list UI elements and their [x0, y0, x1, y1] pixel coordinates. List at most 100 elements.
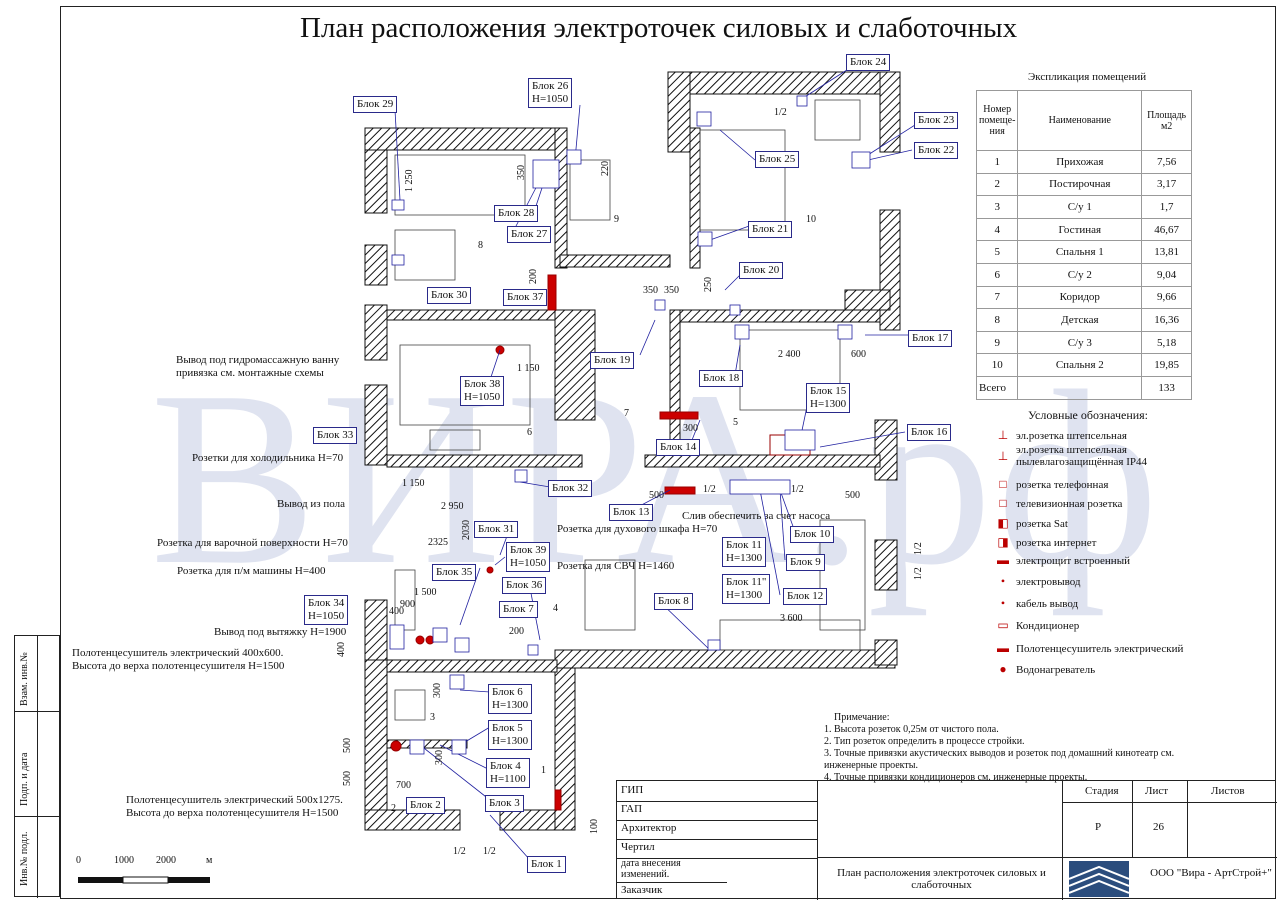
block-7-label: Блок 7 [499, 601, 538, 618]
notes-line-2: 2. Тип розеток определить в процессе стр… [824, 736, 1025, 747]
block-26-height: Н=1050 [532, 93, 569, 105]
stamp-divider-5 [817, 857, 1062, 858]
explication-cell-area: 46,67 [1141, 217, 1192, 242]
legend-symbol-icon: ▬ [997, 553, 1009, 567]
stamp-divider-2 [1062, 781, 1063, 900]
dim-500-d: 500 [342, 771, 353, 786]
explication-cell-name: С/у 2 [1017, 262, 1143, 287]
block-11b-label: Блок 11"Н=1300 [722, 574, 771, 604]
dim-half-a: 1/2 [774, 107, 787, 118]
stamp-row-gap: ГАП [617, 800, 817, 821]
explication-title: Экспликация помещений [1028, 71, 1147, 83]
dim-2950: 2 950 [441, 501, 464, 512]
block-14-label: Блок 14 [656, 439, 701, 456]
stamp-divider-6 [1132, 781, 1133, 857]
explication-cell-name: Постирочная [1017, 172, 1143, 197]
stamp-row-client: Заказчик [621, 884, 663, 896]
explication-cell-num: 4 [975, 217, 1019, 242]
explication-cell-name: Гостиная [1017, 217, 1143, 242]
notes-line-5: 4. Точные привязки кондиционеров см. инж… [824, 772, 1088, 783]
block-22-label: Блок 22 [914, 142, 959, 159]
notes-title: Примечание: [834, 712, 890, 723]
block-39-height: Н=1050 [510, 557, 547, 569]
legend-symbol-icon: □ [999, 496, 1007, 510]
block-34-name: Блок 34 [308, 597, 345, 609]
annotation-towel-1: Полотенцесушитель электрический 400х600. [72, 647, 284, 659]
explication-cell-num: 9 [975, 330, 1019, 355]
block-35-label: Блок 35 [432, 564, 477, 581]
block-4-name: Блок 4 [490, 760, 521, 772]
stamp-row-gip: ГИП [617, 781, 817, 802]
explication-cell-name: Спальня 2 [1017, 353, 1143, 377]
sheet-frame [60, 6, 1276, 899]
dim-200-b: 200 [509, 626, 524, 637]
block-11-name: Блок 11 [726, 539, 762, 551]
explication-cell-num: 6 [975, 262, 1019, 287]
legend-title: Условные обозначения: [1028, 408, 1149, 422]
scale-tick-2000: 2000 [156, 855, 176, 866]
dim-500-b: 500 [845, 490, 860, 501]
explication-cell-name: Спальня 1 [1017, 240, 1143, 264]
block-29-label: Блок 29 [353, 96, 398, 113]
explication-cell-area: 16,36 [1141, 308, 1192, 332]
scale-graphic [78, 876, 210, 884]
dim-1150-b: 1 150 [402, 478, 425, 489]
explication-cell-num: 2 [975, 172, 1019, 197]
room-number-2: 2 [391, 803, 396, 814]
legend-label: телевизионная розетка [1016, 497, 1123, 510]
block-11-height: Н=1300 [726, 552, 763, 564]
explication-cell-name: Прихожая [1017, 150, 1143, 174]
annotation-towel-1-height: Высота до верха полотенцесушителя Н=1500 [72, 660, 285, 672]
legend-symbol-icon: ◨ [997, 535, 1009, 549]
block-27-label: Блок 27 [507, 226, 552, 243]
legend-item: •кабель вывод [996, 596, 1078, 611]
legend-label: электровывод [1016, 575, 1081, 588]
annotation-microwave: Розетка для СВЧ Н=1460 [557, 560, 675, 572]
scale-tick-1000: 1000 [114, 855, 134, 866]
explication-cell-area: 1,7 [1141, 195, 1192, 219]
side-stamp-row-1 [15, 711, 61, 712]
block-20-label: Блок 20 [739, 262, 784, 279]
dim-half-c: 1/2 [483, 846, 496, 857]
legend-item: ⊥эл.розетка штепсельная [996, 428, 1127, 443]
stamp-row-architect: Архитектор [617, 819, 817, 840]
dim-half-f: 1/2 [913, 542, 924, 555]
explication-total-row: Всего 133 [975, 375, 1192, 400]
dim-500-c: 500 [342, 738, 353, 753]
room-number-6: 6 [527, 427, 532, 438]
dim-2030: 2030 [461, 520, 472, 540]
room-number-1: 1 [541, 765, 546, 776]
block-15-name: Блок 15 [810, 385, 847, 397]
legend-symbol-icon: ▬ [997, 641, 1009, 655]
block-37-label: Блок 37 [503, 289, 548, 306]
explication-total-value: 133 [1141, 375, 1192, 400]
block-13-label: Блок 13 [609, 504, 654, 521]
block-23-label: Блок 23 [914, 112, 959, 129]
stamp-stage-label: Стадия [1085, 785, 1119, 797]
stamp-drawing-title: План расположения электроточек силовых и… [837, 867, 1046, 891]
title-block: ГИП ГАП Архитектор Чертил дата внесения … [616, 780, 1277, 900]
annotation-dishwasher: Розетка для п/м машины Н=400 [177, 565, 326, 577]
dim-220: 220 [600, 161, 611, 176]
dim-1500: 1 500 [414, 587, 437, 598]
block-1-label: Блок 1 [527, 856, 566, 873]
block-21-label: Блок 21 [748, 221, 793, 238]
explication-cell-area: 9,66 [1141, 285, 1192, 310]
room-number-5: 5 [733, 417, 738, 428]
scale-unit: м [206, 855, 213, 866]
explication-cell-area: 7,56 [1141, 150, 1192, 174]
block-6-height: Н=1300 [492, 699, 529, 711]
block-6-name: Блок 6 [492, 686, 523, 698]
legend-label: эл.розетка штепсельная [1016, 429, 1127, 442]
